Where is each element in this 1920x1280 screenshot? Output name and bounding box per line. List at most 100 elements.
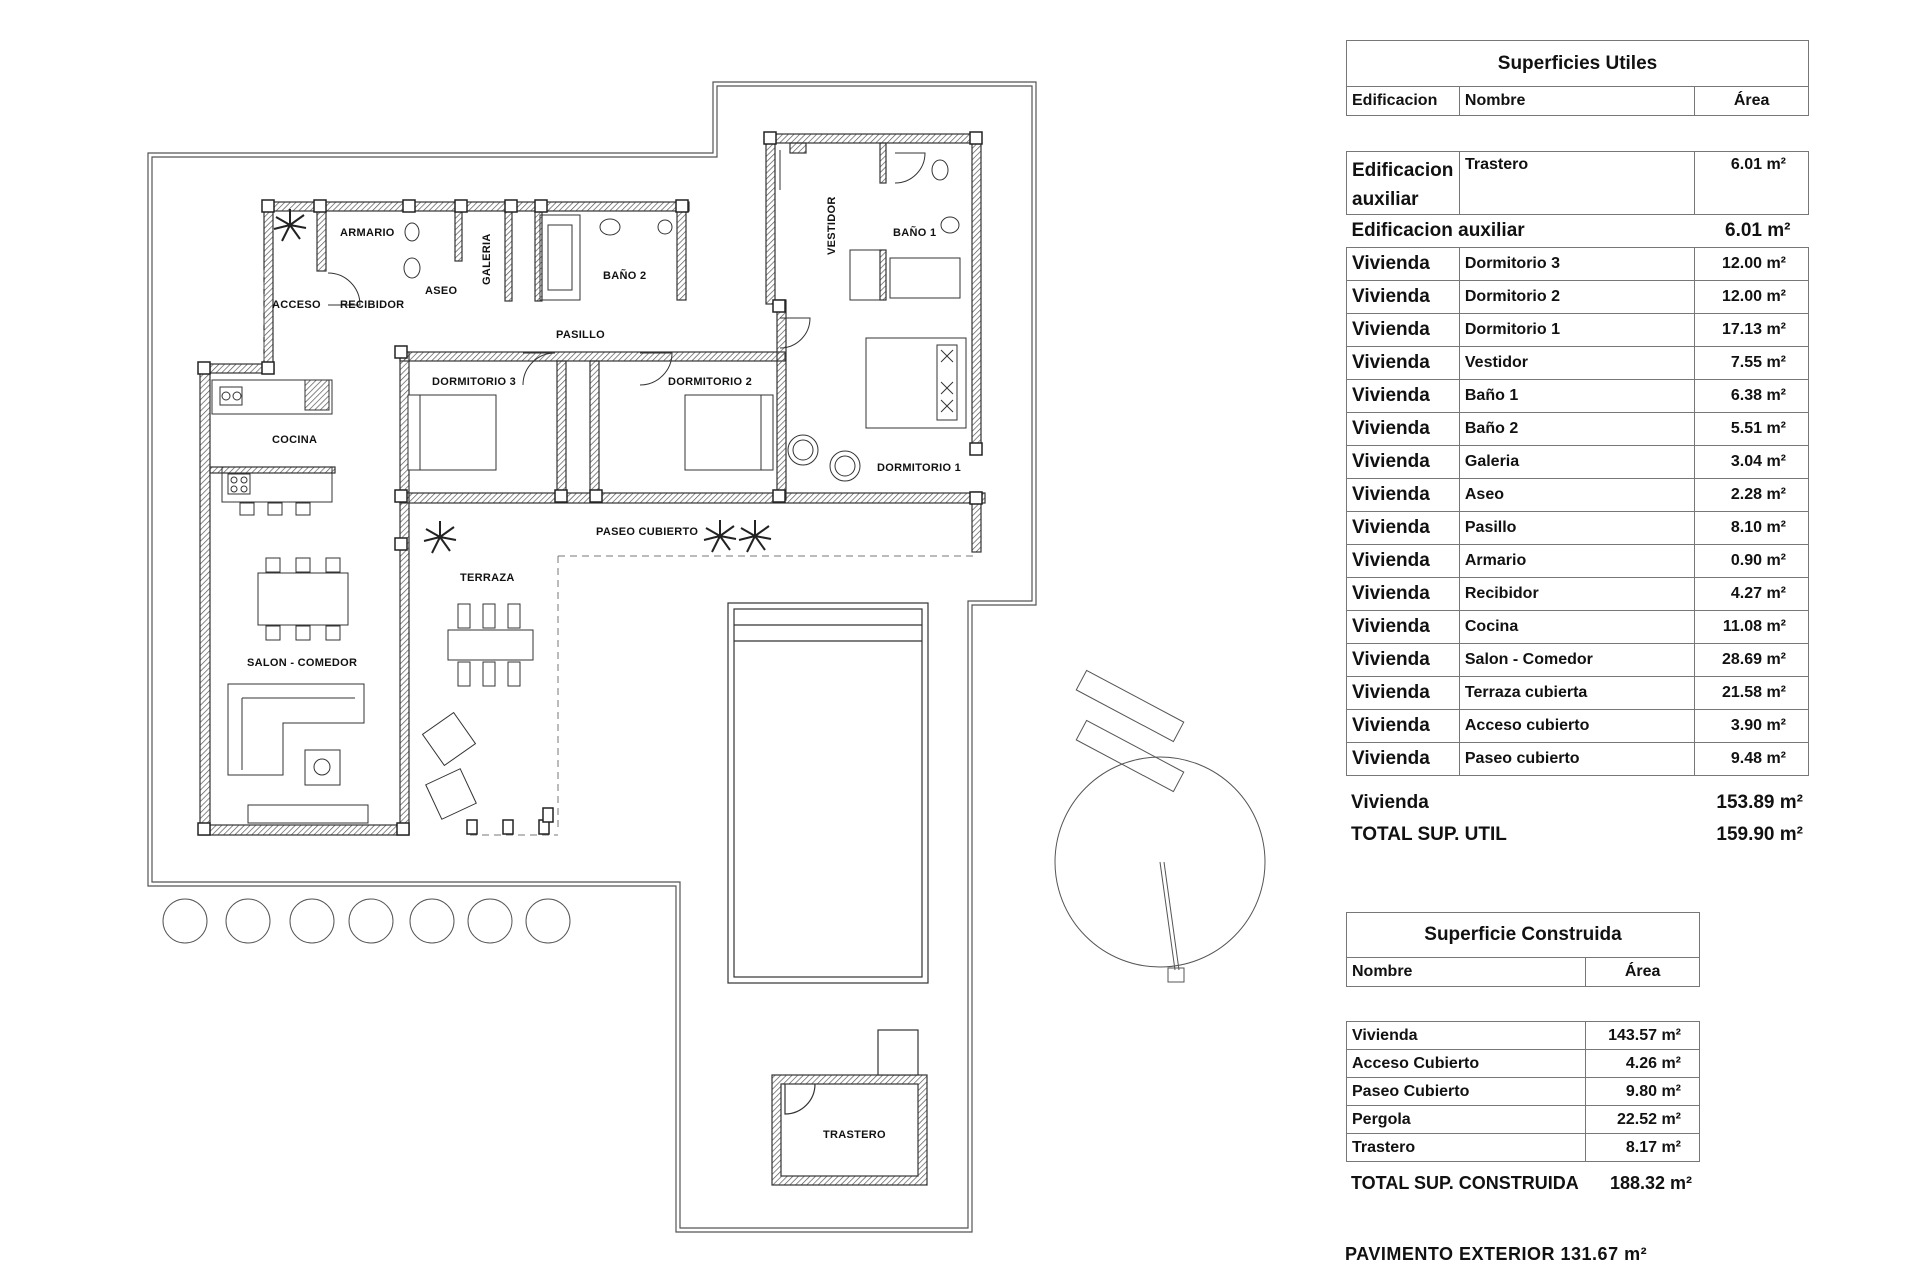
cell-nombre: Vivienda bbox=[1345, 1021, 1587, 1050]
plants bbox=[273, 209, 772, 554]
cell-nombre: Acceso Cubierto bbox=[1345, 1049, 1587, 1078]
cell-edificacion: Vivienda bbox=[1346, 742, 1460, 776]
trastero-building bbox=[771, 1029, 928, 1186]
column-header: Edificacion bbox=[1346, 86, 1460, 116]
cell-nombre: Armario bbox=[1458, 544, 1696, 578]
cell-area: 11.08 m² bbox=[1694, 610, 1809, 644]
cell-nombre: Salon - Comedor bbox=[1458, 643, 1696, 677]
total-area: 188.32 m² bbox=[1609, 1172, 1692, 1193]
cell-nombre: Trastero bbox=[1345, 1133, 1587, 1162]
cell-edificacion: Vivienda bbox=[1346, 511, 1460, 545]
room-label-terraza: TERRAZA bbox=[460, 572, 515, 584]
superficies-utiles-table: Superficies Utiles Edificacion Nombre Ár… bbox=[1346, 40, 1809, 116]
cell-area: 22.52 m² bbox=[1585, 1105, 1700, 1134]
total-row: TOTAL SUP. CONSTRUIDA 188.32 m² bbox=[1346, 1167, 1700, 1199]
construida-total: TOTAL SUP. CONSTRUIDA 188.32 m² bbox=[1346, 1167, 1700, 1199]
pergola-posts bbox=[466, 807, 554, 835]
room-label-dormitorio2: DORMITORIO 2 bbox=[668, 376, 752, 388]
cell-nombre: Cocina bbox=[1458, 610, 1696, 644]
room-label-bano2: BAÑO 2 bbox=[603, 269, 646, 282]
cell-nombre: Paseo cubierto bbox=[1458, 742, 1696, 776]
cell-area: 9.48 m² bbox=[1694, 742, 1809, 776]
vivienda-subtotal-label: Vivienda bbox=[1351, 792, 1429, 813]
superficie-construida-table: Superficie Construida Nombre Área bbox=[1345, 912, 1700, 987]
house-walls bbox=[199, 133, 986, 836]
cell-area: 9.80 m² bbox=[1585, 1077, 1700, 1106]
cell-area: 8.17 m² bbox=[1585, 1133, 1700, 1162]
cell-area: 2.28 m² bbox=[1694, 478, 1809, 512]
cell-nombre: Recibidor bbox=[1458, 577, 1696, 611]
pool bbox=[727, 602, 929, 984]
kitchen-furniture bbox=[211, 379, 333, 516]
plot-boundary bbox=[147, 81, 1037, 1233]
total-row: TOTAL SUP. UTIL 159.90 m² bbox=[1346, 819, 1809, 851]
utiles-totals: Vivienda 153.89 m² TOTAL SUP. UTIL 159.9… bbox=[1346, 787, 1809, 851]
cell-edificacion: Edificacion auxiliar bbox=[1346, 151, 1460, 215]
cell-area: 0.90 m² bbox=[1694, 544, 1809, 578]
armchairs bbox=[787, 434, 861, 482]
cell-nombre: Vestidor bbox=[1458, 346, 1696, 380]
cell-edificacion: Vivienda bbox=[1346, 379, 1460, 413]
total-label: TOTAL SUP. UTIL bbox=[1351, 824, 1507, 845]
subtotal-area: 6.01 m² bbox=[1725, 220, 1791, 241]
cell-edificacion: Vivienda bbox=[1346, 247, 1460, 281]
vivienda-subtotal-area: 153.89 m² bbox=[1716, 792, 1803, 813]
room-label-armario: ARMARIO bbox=[340, 227, 395, 239]
cell-edificacion: Vivienda bbox=[1346, 445, 1460, 479]
cell-nombre: Pasillo bbox=[1458, 511, 1696, 545]
terrace-furniture bbox=[421, 603, 534, 820]
cell-edificacion: Vivienda bbox=[1346, 478, 1460, 512]
cell-edificacion: Vivienda bbox=[1346, 280, 1460, 314]
pavimento-exterior: PAVIMENTO EXTERIOR 131.67 m² bbox=[1345, 1244, 1648, 1264]
table-title: Superficie Construida bbox=[1346, 912, 1700, 958]
room-label-salon-comedor: SALON - COMEDOR bbox=[247, 657, 357, 669]
door-swings bbox=[327, 150, 926, 386]
cell-edificacion: Vivienda bbox=[1346, 544, 1460, 578]
column-header: Área bbox=[1585, 957, 1700, 987]
room-label-cocina: COCINA bbox=[272, 434, 317, 446]
subtotal-row: Vivienda 153.89 m² bbox=[1346, 787, 1809, 819]
cell-area: 6.01 m² bbox=[1694, 151, 1809, 215]
room-label-galeria: GALERIA bbox=[481, 233, 493, 285]
room-labels: ARMARIO ACCESO RECIBIDOR ASEO GALERIA BA… bbox=[247, 196, 961, 1141]
room-label-dormitorio3: DORMITORIO 3 bbox=[432, 376, 516, 388]
cell-area: 12.00 m² bbox=[1694, 247, 1809, 281]
hedge-trees bbox=[162, 898, 571, 944]
cell-nombre: Galeria bbox=[1458, 445, 1696, 479]
subtotal-row: Edificacion auxiliar 6.01 m² bbox=[1347, 215, 1809, 248]
cell-area: 28.69 m² bbox=[1694, 643, 1809, 677]
cell-edificacion: Vivienda bbox=[1346, 412, 1460, 446]
cell-nombre: Trastero bbox=[1458, 151, 1696, 215]
column-header: Nombre bbox=[1345, 957, 1587, 987]
room-label-trastero: TRASTERO bbox=[823, 1129, 886, 1141]
cell-nombre: Dormitorio 1 bbox=[1458, 313, 1696, 347]
superficies-utiles-body: Edificacion auxiliar Trastero 6.01 m² Ed… bbox=[1346, 151, 1809, 247]
cell-area: 5.51 m² bbox=[1694, 412, 1809, 446]
cell-area: 6.38 m² bbox=[1694, 379, 1809, 413]
cell-edificacion: Vivienda bbox=[1346, 610, 1460, 644]
subtotal-label: Edificacion auxiliar bbox=[1351, 220, 1525, 241]
cell-edificacion: Vivienda bbox=[1346, 313, 1460, 347]
column-header: Área bbox=[1694, 86, 1809, 116]
sofa bbox=[227, 683, 369, 824]
room-label-acceso: ACCESO bbox=[272, 299, 321, 311]
cell-area: 3.90 m² bbox=[1694, 709, 1809, 743]
cell-edificacion: Vivienda bbox=[1346, 709, 1460, 743]
cell-area: 7.55 m² bbox=[1694, 346, 1809, 380]
room-label-pasillo: PASILLO bbox=[556, 329, 605, 341]
